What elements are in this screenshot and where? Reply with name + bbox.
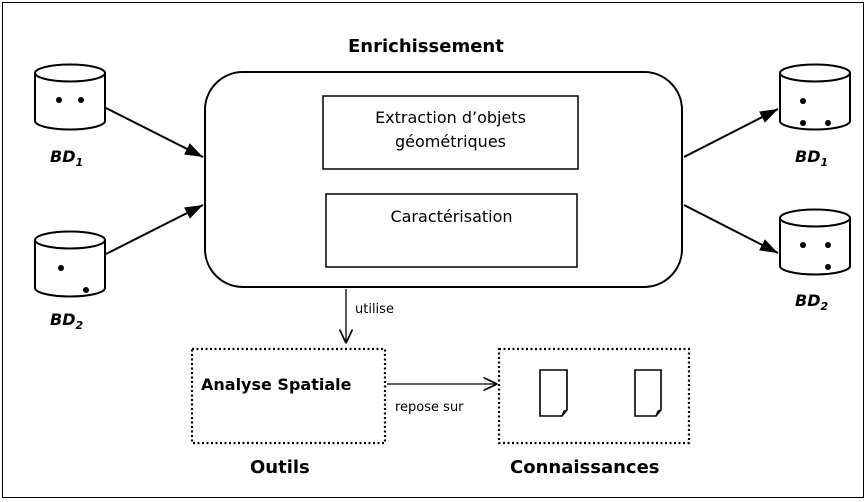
tools-box xyxy=(190,347,387,445)
input-db-2-label: BD2 xyxy=(50,310,83,332)
extraction-label: Extraction d’objets géométriques xyxy=(323,106,578,154)
input-database-1-icon xyxy=(34,63,106,131)
tools-box-label: Analyse Spatiale xyxy=(201,375,352,394)
extraction-box xyxy=(322,95,579,170)
db-name: BD xyxy=(795,291,821,310)
db-name: BD xyxy=(50,310,76,329)
caracterisation-label: Caractérisation xyxy=(390,207,513,226)
utilise-label: utilise xyxy=(355,302,394,317)
extraction-line-2: géométriques xyxy=(395,132,506,151)
arrow-bd2-to-enrichment xyxy=(105,204,204,255)
db-name: BD xyxy=(795,147,821,166)
document-icon xyxy=(539,369,568,417)
input-database-2-icon xyxy=(34,230,106,298)
input-db-1-label: BD1 xyxy=(50,147,83,169)
repose-sur-label: repose sur xyxy=(395,400,464,415)
db-index: 1 xyxy=(820,156,829,170)
db-index: 2 xyxy=(820,300,829,314)
output-database-1-icon xyxy=(779,63,851,131)
caracterisation-box xyxy=(325,193,578,268)
output-db-1-label: BD1 xyxy=(795,147,828,169)
document-icon xyxy=(634,369,662,417)
db-index: 1 xyxy=(75,156,84,170)
extraction-line-1: Extraction d’objets xyxy=(375,108,526,127)
knowledge-caption: Connaissances xyxy=(510,457,660,478)
db-name: BD xyxy=(50,147,76,166)
arrow-enrichment-to-bd2 xyxy=(683,204,779,254)
output-db-2-label: BD2 xyxy=(795,291,828,313)
knowledge-box xyxy=(497,347,691,445)
tools-caption: Outils xyxy=(250,457,310,478)
diagram-title: Enrichissement xyxy=(348,36,504,57)
output-database-2-icon xyxy=(779,208,851,276)
arrow-enrichment-to-bd1 xyxy=(683,108,779,158)
arrow-bd1-to-enrichment xyxy=(105,107,204,158)
db-index: 2 xyxy=(75,319,84,333)
